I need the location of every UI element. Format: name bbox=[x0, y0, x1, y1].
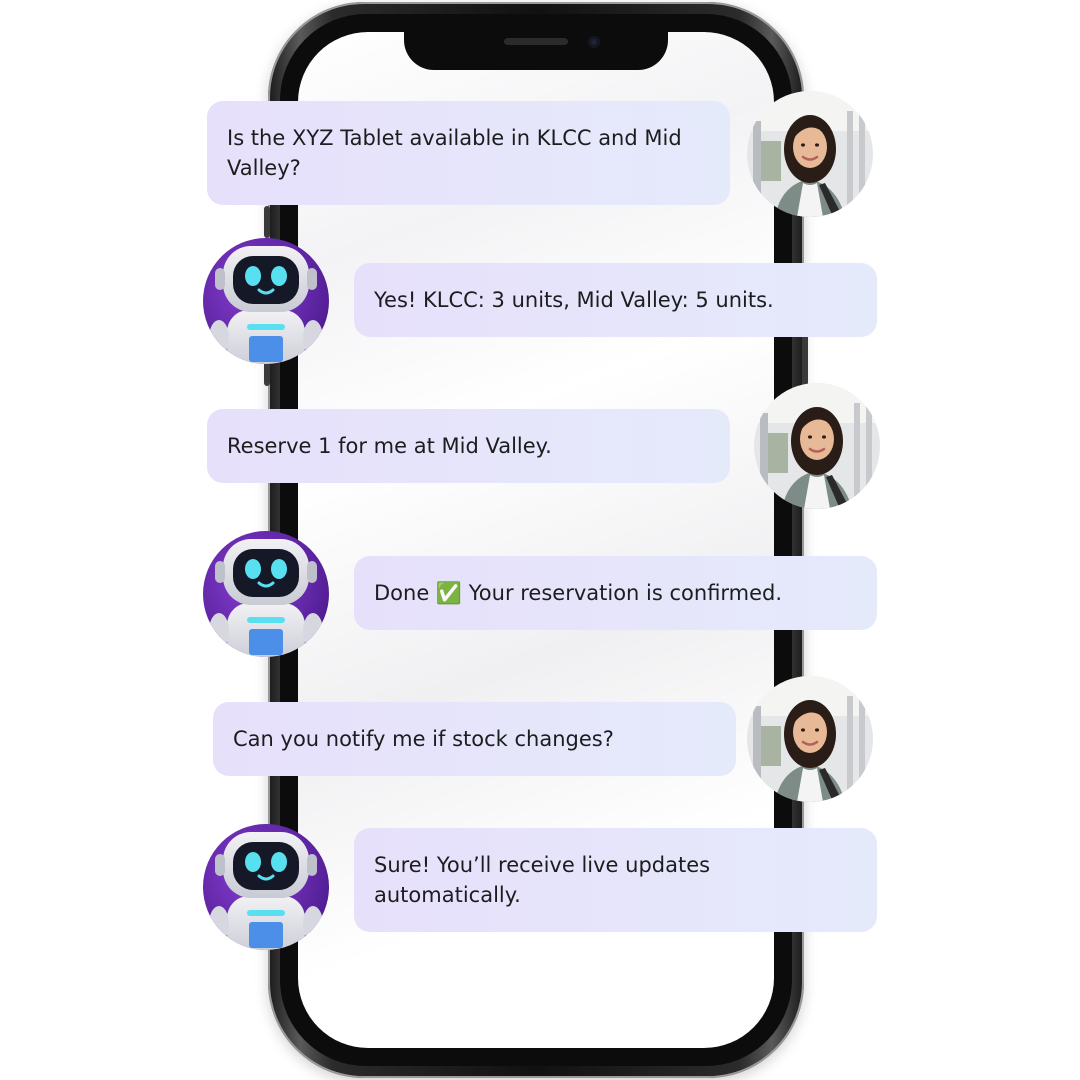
bot-message-bubble: Sure! You’ll receive live updates automa… bbox=[354, 828, 877, 932]
phone-power-button bbox=[802, 296, 808, 386]
robot-avatar-icon bbox=[203, 824, 329, 950]
message-text: Done ✅ Your reservation is confirmed. bbox=[374, 581, 783, 605]
robot-avatar-icon bbox=[203, 531, 329, 657]
robot-avatar-icon bbox=[203, 238, 329, 364]
user-message-bubble: Is the XYZ Tablet available in KLCC and … bbox=[207, 101, 730, 205]
phone-side-button bbox=[264, 206, 270, 238]
speaker-grille bbox=[504, 38, 568, 45]
user-message-bubble: Can you notify me if stock changes? bbox=[213, 702, 736, 776]
message-text: Sure! You’ll receive live updates automa… bbox=[374, 853, 711, 907]
message-text: Is the XYZ Tablet available in KLCC and … bbox=[227, 126, 682, 180]
message-text: Can you notify me if stock changes? bbox=[233, 727, 614, 751]
user-avatar-icon bbox=[754, 383, 880, 509]
message-text: Yes! KLCC: 3 units, Mid Valley: 5 units. bbox=[374, 288, 774, 312]
user-avatar-icon bbox=[747, 91, 873, 217]
bot-message-bubble: Done ✅ Your reservation is confirmed. bbox=[354, 556, 877, 630]
front-camera bbox=[588, 36, 600, 48]
phone-notch bbox=[404, 28, 668, 70]
user-avatar-icon bbox=[747, 676, 873, 802]
user-message-bubble: Reserve 1 for me at Mid Valley. bbox=[207, 409, 730, 483]
bot-message-bubble: Yes! KLCC: 3 units, Mid Valley: 5 units. bbox=[354, 263, 877, 337]
message-text: Reserve 1 for me at Mid Valley. bbox=[227, 434, 552, 458]
